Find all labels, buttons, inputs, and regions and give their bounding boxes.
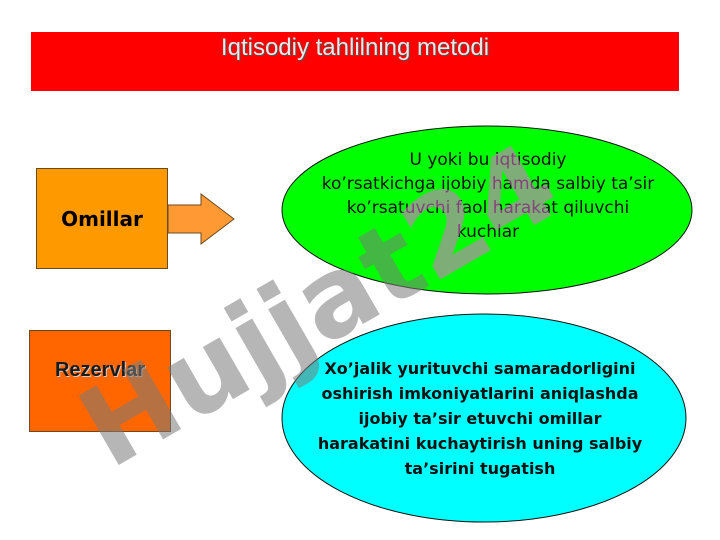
definition-text: U yoki bu iqtisodiy ko’rsatkichga ijobiy… [288, 148, 688, 244]
reserves-ellipse [281, 313, 687, 523]
reserves-line: oshirish imkoniyatlarini aniqlashda [321, 384, 639, 403]
title-bar: Iqtisodiy tahlilning metodi [31, 32, 679, 91]
reserves-line: ta’sirini tugatish [404, 459, 556, 478]
omillar-box: Omillar [36, 168, 168, 269]
rezervlar-label: Rezervlar [54, 359, 146, 381]
reserves-text: Xo’jalik yurituvchi samaradorligini oshi… [290, 356, 670, 481]
definition-line: ko’rsatuvchi faol harakat qiluvchi [346, 198, 630, 218]
definition-line: U yoki bu iqtisodiy [409, 150, 567, 170]
reserves-line: harakatini kuchaytirish uning salbiy [317, 434, 643, 453]
reserves-line: ijobiy ta’sir etuvchi omillar [358, 409, 602, 428]
omillar-label: Omillar [61, 206, 143, 231]
definition-ellipse [281, 125, 693, 295]
rezervlar-box: Rezervlar [29, 330, 171, 432]
reserves-line: Xo’jalik yurituvchi samaradorligini [324, 359, 636, 378]
diagram-title: Iqtisodiy tahlilning metodi [220, 34, 490, 61]
right-arrow-icon [167, 193, 235, 245]
definition-line: kuchlar [456, 222, 520, 242]
definition-line: ko’rsatkichga ijobiy hamda salbiy ta’sir [321, 174, 655, 194]
